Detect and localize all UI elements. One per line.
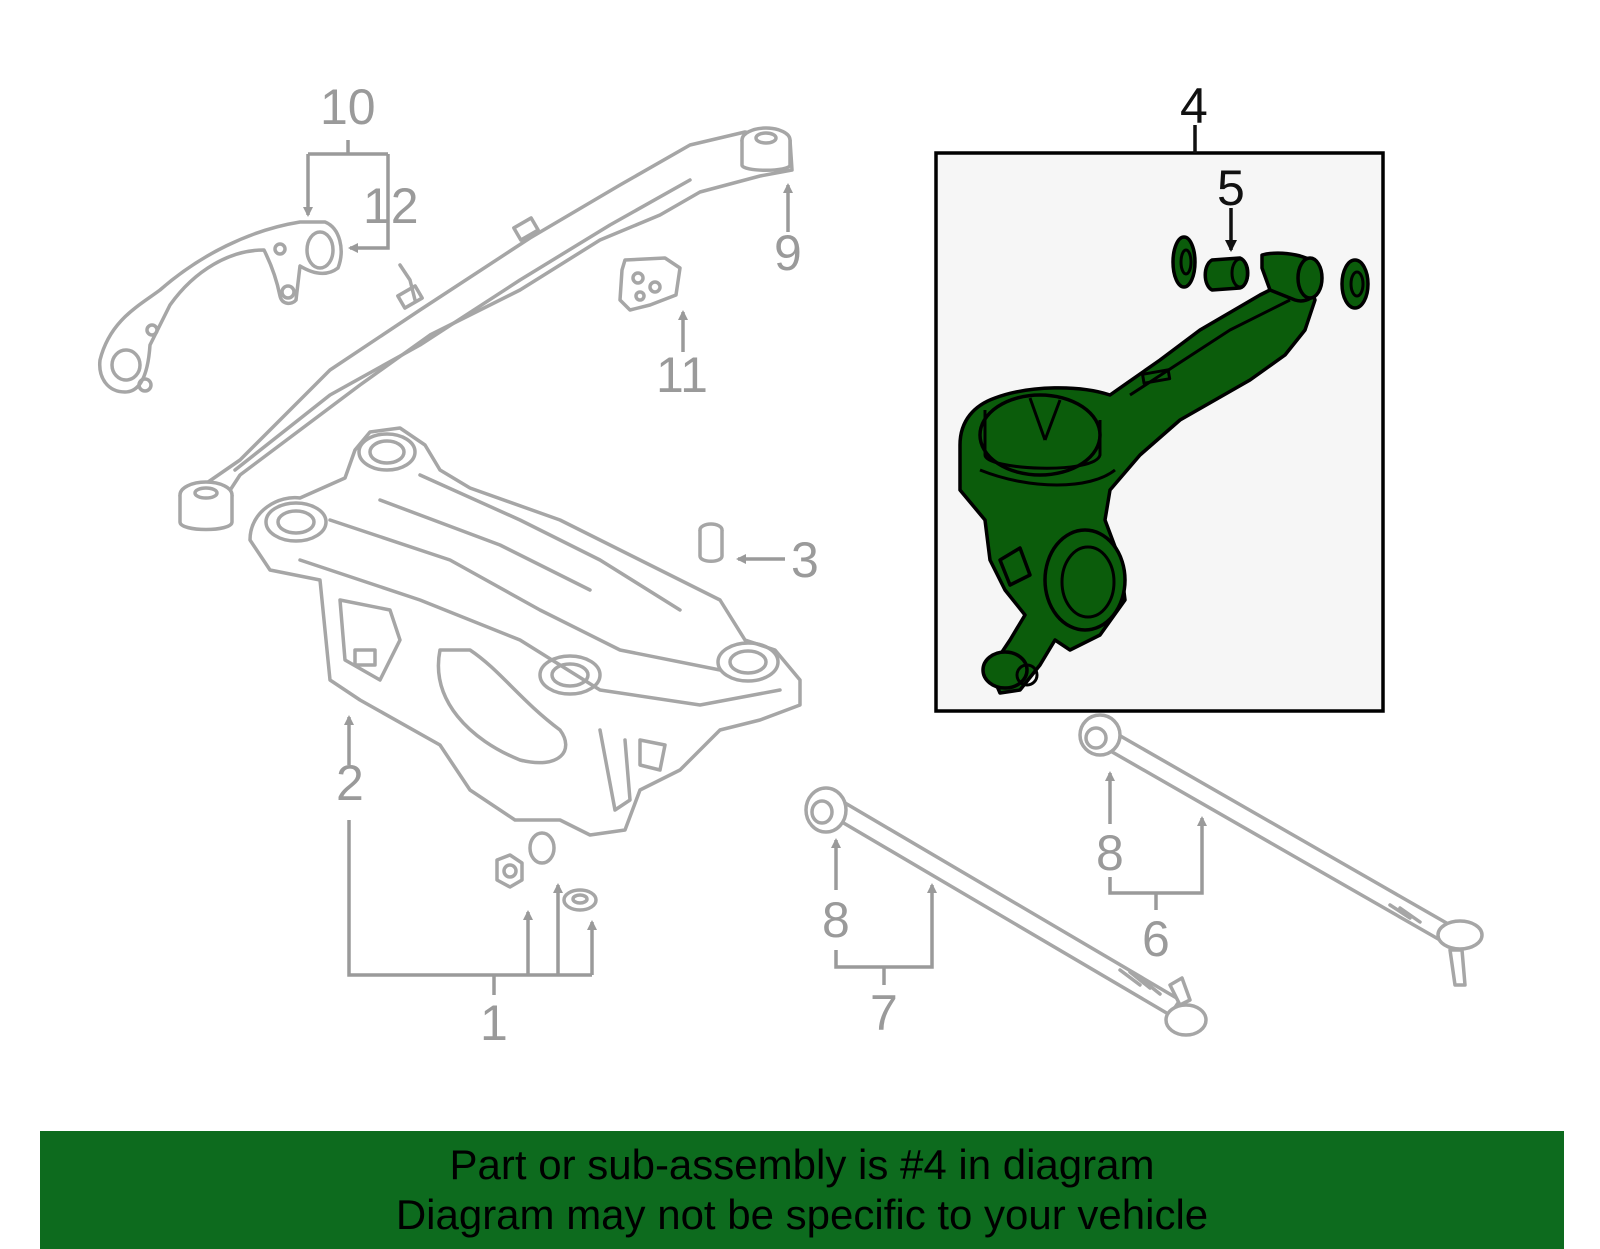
- callout-5: 5: [1217, 160, 1245, 216]
- knuckle-assembly-part-4: [958, 251, 1324, 695]
- info-banner: Part or sub-assembly is #4 in diagram Di…: [40, 1131, 1564, 1249]
- callout-7: 7: [870, 985, 898, 1041]
- callout-11: 11: [656, 347, 708, 403]
- callout-4: 4: [1180, 78, 1208, 134]
- callout-6: 6: [1142, 911, 1170, 967]
- callout-12: 12: [363, 178, 419, 234]
- subframe-part-2: [248, 426, 802, 837]
- callout-8-left: 8: [822, 892, 850, 948]
- callout-3: 3: [791, 532, 819, 588]
- banner-line-2: Diagram may not be specific to your vehi…: [395, 1191, 1209, 1238]
- control-link-part-7: [804, 786, 1208, 1037]
- callout-10: 10: [320, 79, 376, 135]
- callout-1: 1: [480, 995, 508, 1051]
- callout-2: 2: [336, 755, 364, 811]
- callout-9: 9: [774, 225, 802, 281]
- bushing-part-3: [698, 522, 724, 563]
- hardware-part-1: [495, 831, 598, 912]
- callout-8-right: 8: [1096, 825, 1124, 881]
- crossmember-beam-part-9: [178, 126, 794, 532]
- leader-lines: [303, 125, 1237, 995]
- banner-line-1: Part or sub-assembly is #4 in diagram: [449, 1141, 1155, 1188]
- mount-bracket-part-10: [98, 220, 343, 394]
- bushing-part-5: [1171, 235, 1370, 310]
- callout-labels: 10 12 9 11 3 2 1 8 7 8 6 4 5: [320, 78, 1245, 1051]
- control-link-part-6: [1078, 713, 1484, 987]
- bracket-part-11: [618, 256, 682, 312]
